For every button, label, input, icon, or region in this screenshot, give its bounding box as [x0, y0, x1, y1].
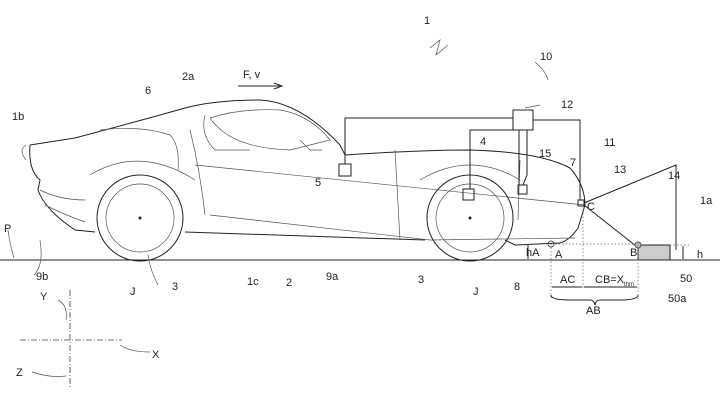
ref-50: 50 — [680, 273, 692, 285]
sensor-field — [583, 164, 677, 250]
ref-5: 5 — [315, 177, 321, 189]
control-unit-12 — [512, 109, 534, 131]
sensor-5 — [338, 163, 352, 177]
label-hA: hA — [526, 247, 540, 259]
ref-1c: 1c — [247, 276, 259, 288]
ref-9a: 9a — [326, 271, 339, 283]
force-label: F, v — [243, 69, 261, 81]
point-A — [547, 240, 555, 248]
ref-3-front: 3 — [418, 274, 424, 286]
ref-12: 12 — [561, 99, 573, 111]
rear-wheel — [96, 174, 184, 262]
ref-15: 15 — [539, 148, 551, 160]
ref-8: 8 — [514, 281, 520, 293]
ref-1a: 1a — [700, 195, 713, 207]
axis-Z: Z — [16, 367, 23, 379]
dimension-arrows — [527, 245, 684, 288]
ref-J-rear: J — [130, 286, 136, 298]
car-outline — [29, 99, 586, 246]
axis-X: X — [152, 349, 160, 361]
ref-1: 1 — [424, 15, 430, 27]
label-AC: AC — [560, 274, 575, 286]
wiring — [344, 117, 581, 200]
ref-7: 7 — [570, 157, 576, 169]
direction-arrow — [238, 82, 284, 90]
ref-14: 14 — [668, 170, 680, 182]
ref-13: 13 — [614, 164, 626, 176]
label-C: C — [587, 201, 595, 213]
ref-6: 6 — [145, 85, 151, 97]
label-A: A — [555, 249, 563, 261]
ref-J-front: J — [473, 286, 479, 298]
ref-2a: 2a — [182, 71, 195, 83]
label-h: h — [697, 249, 703, 261]
axis-Y: Y — [40, 291, 48, 303]
sensor-15 — [517, 184, 528, 195]
brace-AB — [550, 294, 639, 306]
ref-2: 2 — [286, 277, 292, 289]
label-CB: CB=Xthm — [595, 274, 634, 288]
ref-3-rear: 3 — [172, 281, 178, 293]
ref-P: P — [4, 223, 11, 235]
leaders — [7, 61, 549, 286]
ref-11: 11 — [604, 137, 615, 149]
ref-4: 4 — [480, 136, 486, 148]
ref-1-leader — [429, 39, 449, 56]
label-B: B — [630, 247, 637, 259]
ref-1b: 1b — [12, 111, 24, 123]
label-AB: AB — [586, 305, 601, 317]
ref-10: 10 — [540, 51, 552, 63]
ref-9b: 9b — [36, 271, 48, 283]
obstacle-50 — [637, 244, 671, 261]
sensor-4 — [462, 188, 475, 201]
dimension-guides — [550, 206, 690, 300]
coordinate-axes — [20, 290, 151, 388]
ref-50a: 50a — [668, 293, 687, 305]
